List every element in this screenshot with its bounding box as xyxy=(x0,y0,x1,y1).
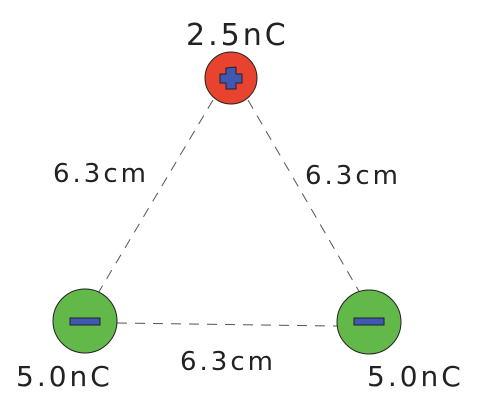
plus-icon xyxy=(219,66,243,90)
side-bottom-label: 6.3cm xyxy=(180,347,276,377)
side-right-line xyxy=(247,99,361,294)
side-left-line xyxy=(96,99,214,296)
charge-top-label: 2.5nC xyxy=(186,18,289,53)
charge-left-label: 5.0nC xyxy=(16,360,113,393)
minus-icon xyxy=(69,317,101,326)
side-bottom-line xyxy=(116,322,338,327)
charge-left xyxy=(52,288,118,354)
side-right-label: 6.3cm xyxy=(305,161,401,191)
charge-right-label: 5.0nC xyxy=(367,360,464,393)
charge-top xyxy=(204,51,258,105)
side-left-label: 6.3cm xyxy=(53,159,149,189)
charge-right xyxy=(336,289,402,355)
minus-icon xyxy=(353,317,385,326)
